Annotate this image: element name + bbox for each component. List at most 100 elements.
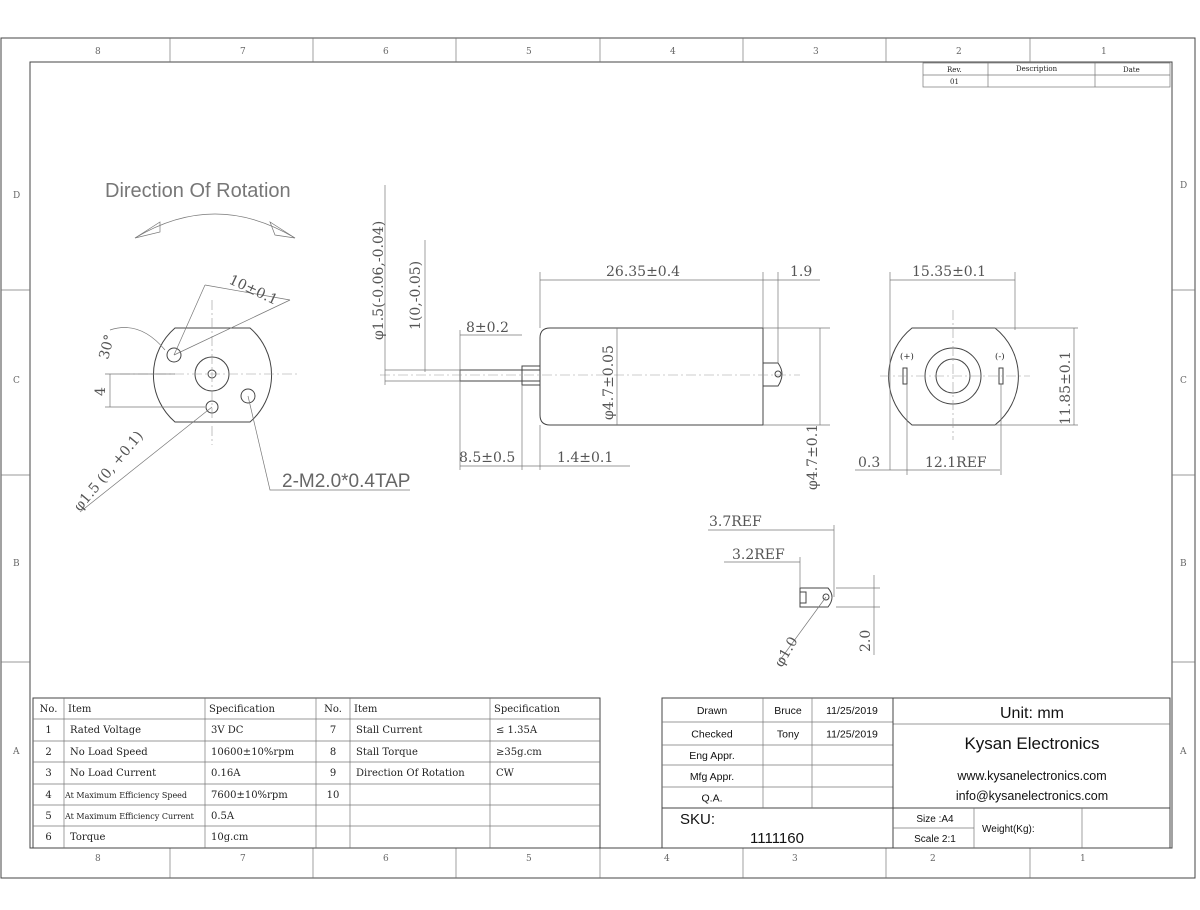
spec-cell: 1 <box>45 725 51 736</box>
spec-cell: No Load Speed <box>70 747 148 758</box>
svg-text:1.4±0.1: 1.4±0.1 <box>557 450 613 466</box>
spec-cell: At Maximum Efficiency Current <box>64 812 195 821</box>
outer-frame <box>0 37 1196 879</box>
svg-text:7: 7 <box>240 854 246 864</box>
approval-cell: Mfg Appr. <box>690 771 734 783</box>
svg-text:15.35±0.1: 15.35±0.1 <box>912 264 986 280</box>
spec-cell: 7600±10%rpm <box>211 790 288 801</box>
svg-text:A: A <box>12 747 20 757</box>
spec-cell: 0.5A <box>211 811 235 822</box>
approval-cell: 11/25/2019 <box>826 705 878 717</box>
approval-cell: Tony <box>777 729 800 741</box>
terminal-detail: 3.7REF 3.2REF φ1.0 2.0 <box>708 514 880 670</box>
svg-text:B: B <box>1180 559 1187 569</box>
spec-cell: 3V DC <box>211 725 244 736</box>
spec-header-cell: Item <box>68 704 92 715</box>
svg-text:2: 2 <box>956 47 962 57</box>
spec-cell: Stall Torque <box>356 747 418 758</box>
svg-text:A: A <box>1179 747 1187 757</box>
svg-text:2.0: 2.0 <box>858 630 874 652</box>
svg-text:C: C <box>1180 376 1187 386</box>
svg-text:(-): (-) <box>995 351 1005 362</box>
spec-cell: 6 <box>45 832 51 843</box>
spec-cell: Direction Of Rotation <box>356 768 465 779</box>
svg-text:8: 8 <box>95 47 101 57</box>
svg-text:C: C <box>13 376 20 386</box>
inner-frame <box>29 61 1173 849</box>
spec-cell: CW <box>496 768 515 779</box>
spec-cell: 5 <box>45 811 51 822</box>
spec-cell: 9 <box>330 768 336 779</box>
sku-label: SKU: <box>680 811 715 828</box>
spec-header-cell: No. <box>324 704 342 715</box>
spec-cell: 7 <box>330 725 336 736</box>
approval-cell: Eng Appr. <box>689 750 735 762</box>
svg-text:3: 3 <box>792 854 798 864</box>
spec-cell: 4 <box>45 790 51 801</box>
spec-cell: 10 <box>327 790 340 801</box>
spec-header-cell: Specification <box>494 704 560 715</box>
spec-cell: ≤ 1.35A <box>496 725 538 736</box>
svg-text:1: 1 <box>1080 854 1086 864</box>
svg-text:8.5±0.5: 8.5±0.5 <box>459 450 515 466</box>
svg-text:B: B <box>13 559 20 569</box>
spec-cell: At Maximum Efficiency Speed <box>64 791 187 800</box>
svg-text:6: 6 <box>383 854 389 864</box>
motor-shaft <box>459 369 541 382</box>
rotation-arrow-icon <box>134 213 296 239</box>
motor-body <box>539 327 764 426</box>
unit-label: Unit: mm <box>1000 705 1064 722</box>
approval-cell: 11/25/2019 <box>826 729 878 741</box>
svg-text:6: 6 <box>383 47 389 57</box>
spec-cell: ≥35g.cm <box>496 747 542 758</box>
rotation-title: Direction Of Rotation <box>105 180 291 202</box>
svg-text:3.2REF: 3.2REF <box>732 547 785 563</box>
svg-text:3: 3 <box>813 47 819 57</box>
spec-cell: 10600±10%rpm <box>211 747 295 758</box>
svg-text:4: 4 <box>93 387 109 396</box>
svg-text:5: 5 <box>526 854 532 864</box>
svg-text:10±0.1: 10±0.1 <box>226 272 280 308</box>
front-view: Direction Of Rotation 10±0.1 30° 4 φ1.5 … <box>71 180 411 515</box>
svg-text:11.85±0.1: 11.85±0.1 <box>1058 351 1074 425</box>
revision-table: Rev. Description Date 01 <box>922 62 1171 88</box>
svg-text:4: 4 <box>664 854 670 864</box>
weight-label: Weight(Kg): <box>982 824 1035 835</box>
spec-cell: Rated Voltage <box>70 725 141 736</box>
company-email: info@kysanelectronics.com <box>956 789 1108 803</box>
svg-text:01: 01 <box>950 78 959 86</box>
sku-value: 1111160 <box>750 830 804 847</box>
spec-cell: No Load Current <box>70 768 156 779</box>
terminal <box>763 362 783 387</box>
zone-ticks <box>1 38 1195 878</box>
svg-text:1(0,-0.05): 1(0,-0.05) <box>408 261 424 330</box>
approval-cell: Checked <box>691 729 733 741</box>
spec-header-cell: Specification <box>209 704 275 715</box>
spec-header-cell: Item <box>354 704 378 715</box>
svg-text:7: 7 <box>240 47 246 57</box>
spec-cell: 2 <box>45 747 51 758</box>
svg-text:5: 5 <box>526 47 532 57</box>
svg-text:12.1REF: 12.1REF <box>925 455 987 471</box>
svg-text:0.3: 0.3 <box>858 455 880 471</box>
sheet-size: Size :A4 <box>916 814 954 825</box>
motor-end-outline <box>153 327 272 423</box>
company-website: www.kysanelectronics.com <box>956 769 1106 783</box>
svg-text:φ4.7±0.1: φ4.7±0.1 <box>805 424 821 490</box>
spec-cell: Torque <box>70 832 106 843</box>
svg-text:26.35±0.4: 26.35±0.4 <box>606 264 680 280</box>
svg-text:1: 1 <box>1101 47 1107 57</box>
svg-text:Description: Description <box>1016 65 1058 73</box>
svg-text:Date: Date <box>1123 66 1140 74</box>
svg-text:2: 2 <box>930 854 936 864</box>
svg-text:φ1.0: φ1.0 <box>772 634 802 670</box>
side-view: φ1.5(-0.06,-0.04) 1(0,-0.05) 8±0.2 26.35… <box>371 185 830 490</box>
svg-text:4: 4 <box>670 47 676 57</box>
spec-cell: Stall Current <box>356 725 422 736</box>
svg-text:φ1.5 (0, +0.1): φ1.5 (0, +0.1) <box>71 428 147 514</box>
spec-cell: 8 <box>330 747 336 758</box>
